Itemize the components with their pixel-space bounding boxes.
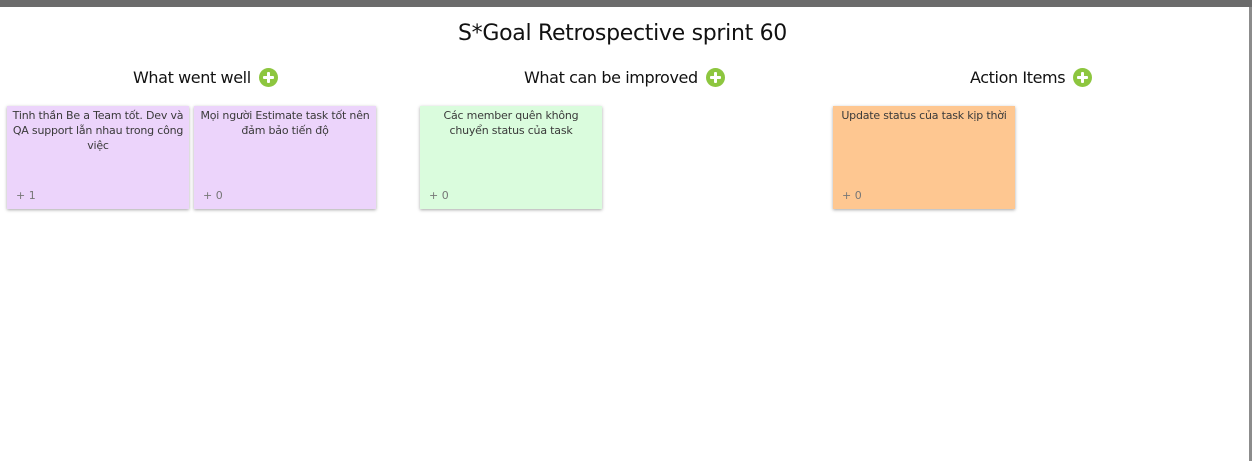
card-vote-count[interactable]: + 0 bbox=[429, 189, 449, 202]
card-text: Mọi người Estimate task tốt nên đảm bảo … bbox=[200, 109, 370, 137]
card-text: Các member quên không chuyển status của … bbox=[443, 109, 579, 137]
column-title: What can be improved bbox=[524, 67, 698, 87]
column-title: Action Items bbox=[970, 67, 1066, 87]
card-vote-count[interactable]: + 1 bbox=[16, 189, 36, 202]
add-card-icon[interactable] bbox=[1073, 67, 1093, 87]
retro-card[interactable]: Các member quên không chuyển status của … bbox=[420, 106, 602, 209]
retro-card[interactable]: Tinh thần Be a Team tốt. Dev và QA suppo… bbox=[7, 106, 189, 209]
board-title: S*Goal Retrospective sprint 60 bbox=[457, 21, 788, 46]
window-top-bar bbox=[0, 0, 1252, 7]
retro-card[interactable]: Mọi người Estimate task tốt nên đảm bảo … bbox=[194, 106, 376, 209]
column-header: What can be improved bbox=[524, 62, 725, 92]
card-vote-count[interactable]: + 0 bbox=[842, 189, 862, 202]
card-vote-count[interactable]: + 0 bbox=[203, 189, 223, 202]
add-card-icon[interactable] bbox=[705, 67, 725, 87]
window-right-edge bbox=[1249, 7, 1252, 461]
column-title: What went well bbox=[133, 67, 251, 87]
retro-card[interactable]: Update status của task kịp thời + 0 bbox=[833, 106, 1015, 209]
card-text: Tinh thần Be a Team tốt. Dev và QA suppo… bbox=[12, 109, 184, 152]
add-card-icon[interactable] bbox=[258, 67, 278, 87]
card-text: Update status của task kịp thời bbox=[841, 109, 1007, 122]
column-header: Action Items bbox=[970, 62, 1093, 92]
column-header: What went well bbox=[133, 62, 278, 92]
